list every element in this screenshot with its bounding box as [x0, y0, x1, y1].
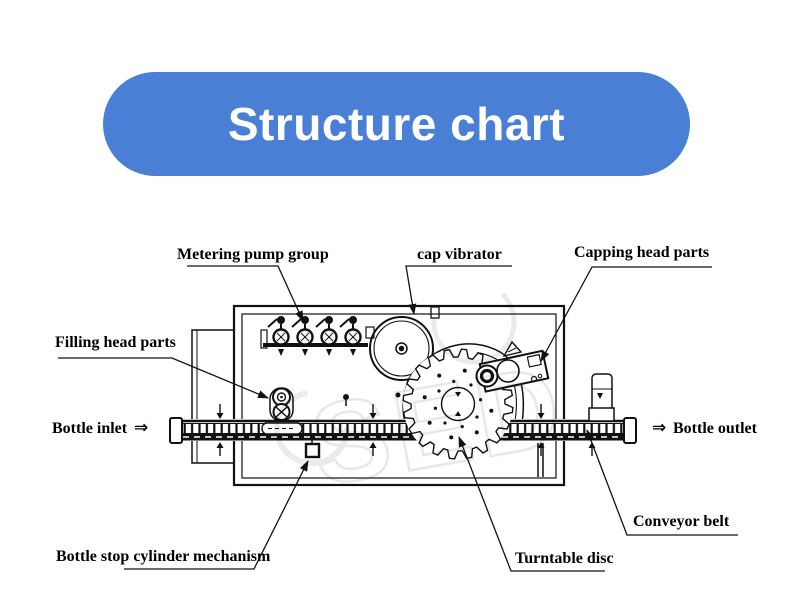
capping-head-drawing [475, 340, 550, 393]
left-cabinet [191, 329, 235, 464]
outlet-guide-drawing [588, 373, 615, 422]
sensors [343, 392, 401, 406]
capping-support-column [537, 443, 544, 477]
filling-head-drawing [261, 387, 303, 435]
label-capping-head-parts: Capping head parts [574, 244, 709, 261]
label-filling-head-parts: Filling head parts [55, 334, 176, 351]
diagram-labels: Metering pump group cap vibrator Capping… [52, 244, 758, 567]
label-turntable-disc: Turntable disc [515, 550, 614, 567]
bottle-clamps [216, 404, 596, 456]
title-banner: Structure chart [103, 72, 690, 176]
metering-pump-group-drawing [260, 316, 375, 356]
cap-vibrator-drawing [369, 306, 440, 381]
label-conveyor-belt: Conveyor belt [633, 513, 730, 530]
bottle-stop-cylinder-drawing [304, 440, 321, 459]
watermark: SED [274, 279, 576, 512]
bottle-inlet-arrow-icon: ⇒ [134, 418, 148, 438]
label-bottle-outlet: Bottle outlet [673, 420, 758, 437]
bottle-outlet-arrow-icon: ⇒ [652, 418, 666, 438]
page-title: Structure chart [227, 98, 566, 150]
label-cap-vibrator: cap vibrator [417, 246, 502, 263]
label-bottle-inlet: Bottle inlet [52, 420, 128, 437]
label-metering-pump-group: Metering pump group [177, 246, 329, 263]
label-bottle-stop-cylinder-mechanism: Bottle stop cylinder mechanism [56, 548, 271, 565]
leader-lines [58, 265, 738, 572]
